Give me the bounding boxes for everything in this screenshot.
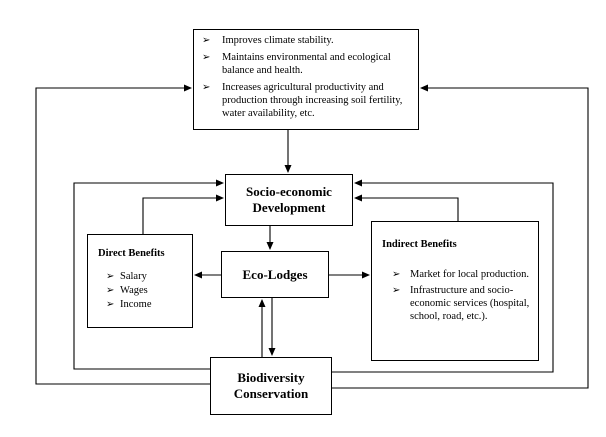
bullet-arrow-icon: ➢	[202, 52, 211, 63]
list-item: ➢Salary	[106, 271, 147, 282]
bullet-arrow-icon: ➢	[202, 35, 211, 46]
loop-outer-left	[35, 84, 210, 385]
bullet-arrow-icon: ➢	[106, 271, 115, 282]
eco-lodges-label: Eco-Lodges	[242, 266, 308, 282]
list-item: ➢Income	[106, 299, 152, 310]
direct-benefits-heading: Direct Benefits	[98, 248, 165, 259]
bullet-arrow-icon: ➢	[392, 269, 401, 280]
list-item: ➢Market for local production.	[392, 269, 529, 280]
loop-inner-left	[73, 179, 224, 370]
list-item: ➢Wages	[106, 285, 148, 296]
arrow-indirect-to-socio	[354, 194, 459, 221]
bullet-arrow-icon: ➢	[202, 82, 211, 93]
bullet-arrow-icon: ➢	[106, 285, 115, 296]
indirect-benefits-box: Indirect Benefits ➢Market for local prod…	[371, 221, 539, 361]
indirect-benefits-list: ➢Market for local production. ➢Infrastru…	[382, 268, 532, 323]
loop-outer-right	[332, 84, 589, 389]
bullet-arrow-icon: ➢	[392, 285, 401, 296]
list-item: ➢Maintains environmental and ecological …	[202, 52, 391, 76]
environmental-outcomes-list: ➢Improves climate stability. ➢Maintains …	[198, 34, 413, 120]
eco-lodges-box: Eco-Lodges	[221, 251, 329, 298]
list-item: ➢Increases agricultural productivity and…	[202, 82, 403, 119]
socio-economic-development-box: Socio-economic Development	[225, 174, 353, 226]
indirect-benefits-heading: Indirect Benefits	[382, 239, 457, 250]
socio-economic-development-label: Socio-economic Development	[246, 184, 332, 215]
list-item: ➢Improves climate stability.	[202, 35, 334, 46]
biodiversity-conservation-box: Biodiversity Conservation	[210, 357, 332, 415]
direct-benefits-list: ➢Salary ➢Wages ➢Income	[98, 270, 186, 311]
list-item: ➢Infrastructure and socio-economic servi…	[392, 285, 530, 322]
environmental-outcomes-box: ➢Improves climate stability. ➢Maintains …	[193, 29, 419, 130]
arrow-direct-to-socio	[142, 194, 224, 234]
loop-inner-right	[332, 179, 554, 373]
biodiversity-conservation-label: Biodiversity Conservation	[233, 370, 309, 401]
direct-benefits-box: Direct Benefits ➢Salary ➢Wages ➢Income	[87, 234, 193, 328]
bullet-arrow-icon: ➢	[106, 299, 115, 310]
